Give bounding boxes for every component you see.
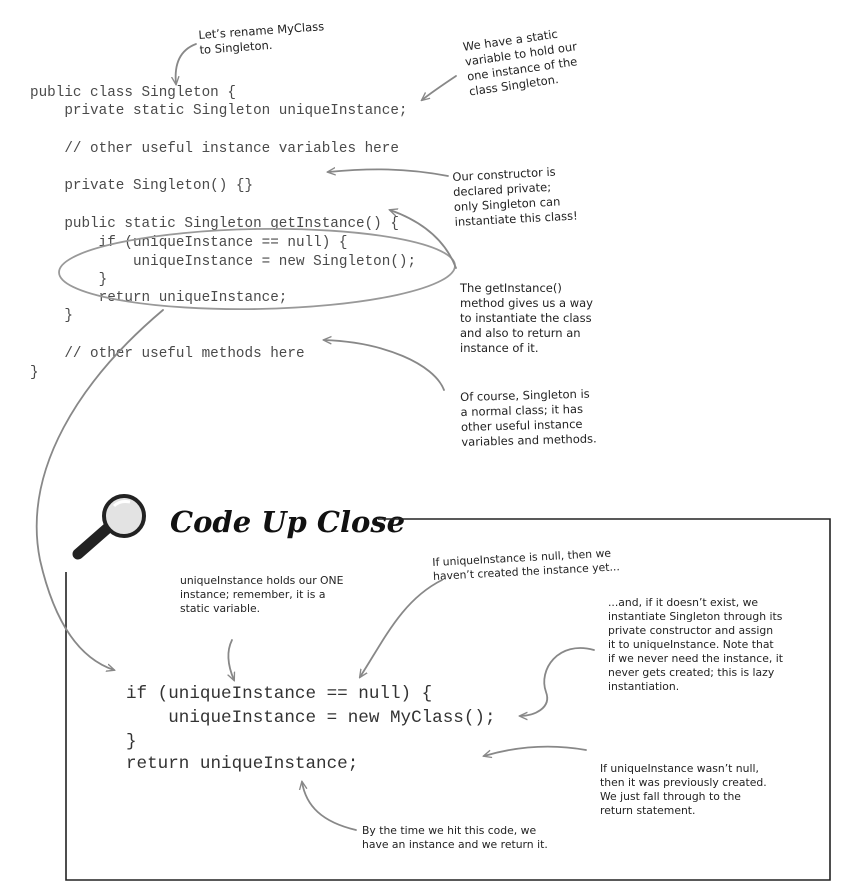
code-up-close-title: Code Up Close xyxy=(170,505,406,539)
close-code-line: uniqueInstance = new MyClass(); xyxy=(126,708,496,728)
code-line: // other useful instance variables here xyxy=(30,141,399,157)
return-note: By the time we hit this code, we have an… xyxy=(362,824,548,852)
code-line: return uniqueInstance; xyxy=(30,290,288,306)
code-line: if (uniqueInstance == null) { xyxy=(30,235,348,251)
code-line: public class Singleton { xyxy=(30,85,236,101)
code-line: private static Singleton uniqueInstance; xyxy=(30,103,408,119)
highlight-ellipse xyxy=(58,227,456,311)
close-code-line: if (uniqueInstance == null) { xyxy=(126,684,433,704)
return-arrow xyxy=(302,782,357,831)
static-variable-arrow xyxy=(422,75,457,100)
close-code-line: return uniqueInstance; xyxy=(126,754,359,774)
lazy-instantiation-note: ...and, if it doesn’t exist, we instanti… xyxy=(608,596,783,694)
code-line: } xyxy=(30,308,73,324)
code-line: // other useful methods here xyxy=(30,346,305,362)
magnifying-glass-icon xyxy=(66,492,152,564)
close-up-link-arrow xyxy=(35,309,164,670)
holds-one-arrow xyxy=(228,639,234,680)
is-null-arrow xyxy=(360,579,443,677)
private-constructor-arrow xyxy=(328,169,449,177)
code-line: public static Singleton getInstance() { xyxy=(30,216,399,232)
code-line: } xyxy=(30,272,108,288)
code-line: private Singleton() {} xyxy=(30,178,254,194)
lazy-arrow xyxy=(520,647,595,716)
get-instance-arrow xyxy=(390,210,457,269)
get-instance-note: The getInstance() method gives us a way … xyxy=(460,281,593,355)
not-null-arrow xyxy=(484,745,587,756)
other-methods-arrow xyxy=(324,340,445,391)
code-line: } xyxy=(30,365,39,381)
rename-arrow xyxy=(176,43,197,84)
holds-one-note: uniqueInstance holds our ONE instance; r… xyxy=(180,574,344,616)
code-up-close-box xyxy=(65,518,831,881)
close-code-line: } xyxy=(126,732,137,752)
not-null-note: If uniqueInstance wasn’t null, then it w… xyxy=(600,762,767,818)
code-line: uniqueInstance = new Singleton(); xyxy=(30,254,417,270)
